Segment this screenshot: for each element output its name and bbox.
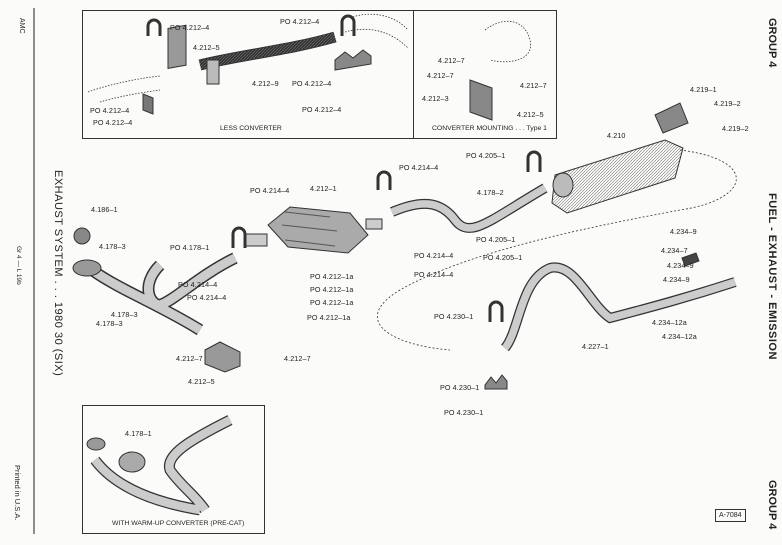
part-label: 4.210 xyxy=(607,131,626,140)
inset-converter-mounting xyxy=(413,10,557,139)
part-label: 4.212–7 xyxy=(176,354,203,363)
part-label: PO 4.205–1 xyxy=(476,235,516,244)
part-label: PO 4.230–1 xyxy=(440,383,480,392)
part-label: 4.234–9 xyxy=(663,275,690,284)
converter-mounting-bracket xyxy=(469,21,532,121)
part-label: 4.178–1 xyxy=(125,429,152,438)
part-label: PO 4.212–4 xyxy=(170,23,210,32)
part-label: PO 4.212–1a xyxy=(307,313,351,322)
part-label: 4.212–7 xyxy=(520,81,547,90)
pre-cat-pipe xyxy=(86,415,233,516)
part-label: PO 4.230–1 xyxy=(444,408,484,417)
part-label: PO 4.212–4 xyxy=(302,105,342,114)
tailpipe xyxy=(484,252,737,390)
part-label: PO 4.214–4 xyxy=(187,293,227,302)
part-label: PO 4.214–4 xyxy=(250,186,290,195)
group-heading-top: GROUP 4 xyxy=(766,18,778,68)
part-label: PO 4.212–4 xyxy=(90,106,130,115)
page-title: EXHAUST SYSTEM . . . 1980 30 (SIX) xyxy=(52,170,64,377)
part-label: PO 4.214–4 xyxy=(414,251,454,260)
section-heading: FUEL - EXHAUST - EMISSION xyxy=(766,193,778,360)
part-label: PO 4.212–4 xyxy=(93,118,133,127)
part-label: PO 4.212–1a xyxy=(310,272,354,281)
part-label: PO 4.178–1 xyxy=(170,243,210,252)
part-label: PO 4.214–4 xyxy=(414,270,454,279)
part-label: 4.212–1 xyxy=(310,184,337,193)
part-label: 4.212–5 xyxy=(193,43,220,52)
part-label: PO 4.212–4 xyxy=(292,79,332,88)
caption-converter-mounting: CONVERTER MOUNTING . . . Type 1 xyxy=(432,125,547,132)
part-label: PO 4.214–4 xyxy=(178,280,218,289)
part-label: PO 4.212–4 xyxy=(280,17,320,26)
page-code: Gr 4 — L 19b xyxy=(15,246,22,285)
part-label: 4.178–3 xyxy=(111,310,138,319)
part-label: 4.234–9 xyxy=(667,261,694,270)
part-label: 4.212–9 xyxy=(252,79,279,88)
catalytic-converter xyxy=(204,206,383,373)
group-heading-bottom: GROUP 4 xyxy=(766,480,778,530)
part-label: PO 4.212–1a xyxy=(310,285,354,294)
less-converter-pipe xyxy=(87,13,409,115)
inset-pre-cat xyxy=(82,405,265,534)
intermediate-pipe xyxy=(376,150,548,233)
part-label: 4.212–7 xyxy=(438,56,465,65)
printed-note: Printed in U.S.A. xyxy=(13,465,22,521)
part-label: 4.178–3 xyxy=(96,319,123,328)
part-label: 4.227–1 xyxy=(582,342,609,351)
caption-less-converter: LESS CONVERTER xyxy=(220,125,282,132)
part-label: 4.178–3 xyxy=(99,242,126,251)
part-label: PO 4.205–1 xyxy=(483,253,523,262)
part-label: PO 4.230–1 xyxy=(434,312,474,321)
part-label: 4.219–2 xyxy=(714,99,741,108)
part-label: 4.212–7 xyxy=(284,354,311,363)
part-label: 4.234–12a xyxy=(652,318,687,327)
part-label: PO 4.214–4 xyxy=(399,163,439,172)
part-label: 4.212–3 xyxy=(422,94,449,103)
caption-pre-cat: WITH WARM-UP CONVERTER (PRE-CAT) xyxy=(112,520,245,527)
front-exhaust-pipe xyxy=(72,227,238,336)
part-label: 4.234–7 xyxy=(661,246,688,255)
part-label: 4.234–9 xyxy=(670,227,697,236)
part-label: 4.212–5 xyxy=(188,377,215,386)
publisher-mark: AMC xyxy=(18,18,25,34)
part-label: 4.186–1 xyxy=(91,205,118,214)
part-label: 4.212–7 xyxy=(427,71,454,80)
part-label: 4.178–2 xyxy=(477,188,504,197)
part-label: 4.219–1 xyxy=(690,85,717,94)
muffler xyxy=(376,102,737,351)
part-label: PO 4.205–1 xyxy=(466,151,506,160)
part-label: PO 4.212–1a xyxy=(310,298,354,307)
part-label: 4.212–5 xyxy=(517,110,544,119)
figure-reference: A-7084 xyxy=(715,509,746,522)
part-label: 4.219–2 xyxy=(722,124,749,133)
part-label: 4.234–12a xyxy=(662,332,697,341)
